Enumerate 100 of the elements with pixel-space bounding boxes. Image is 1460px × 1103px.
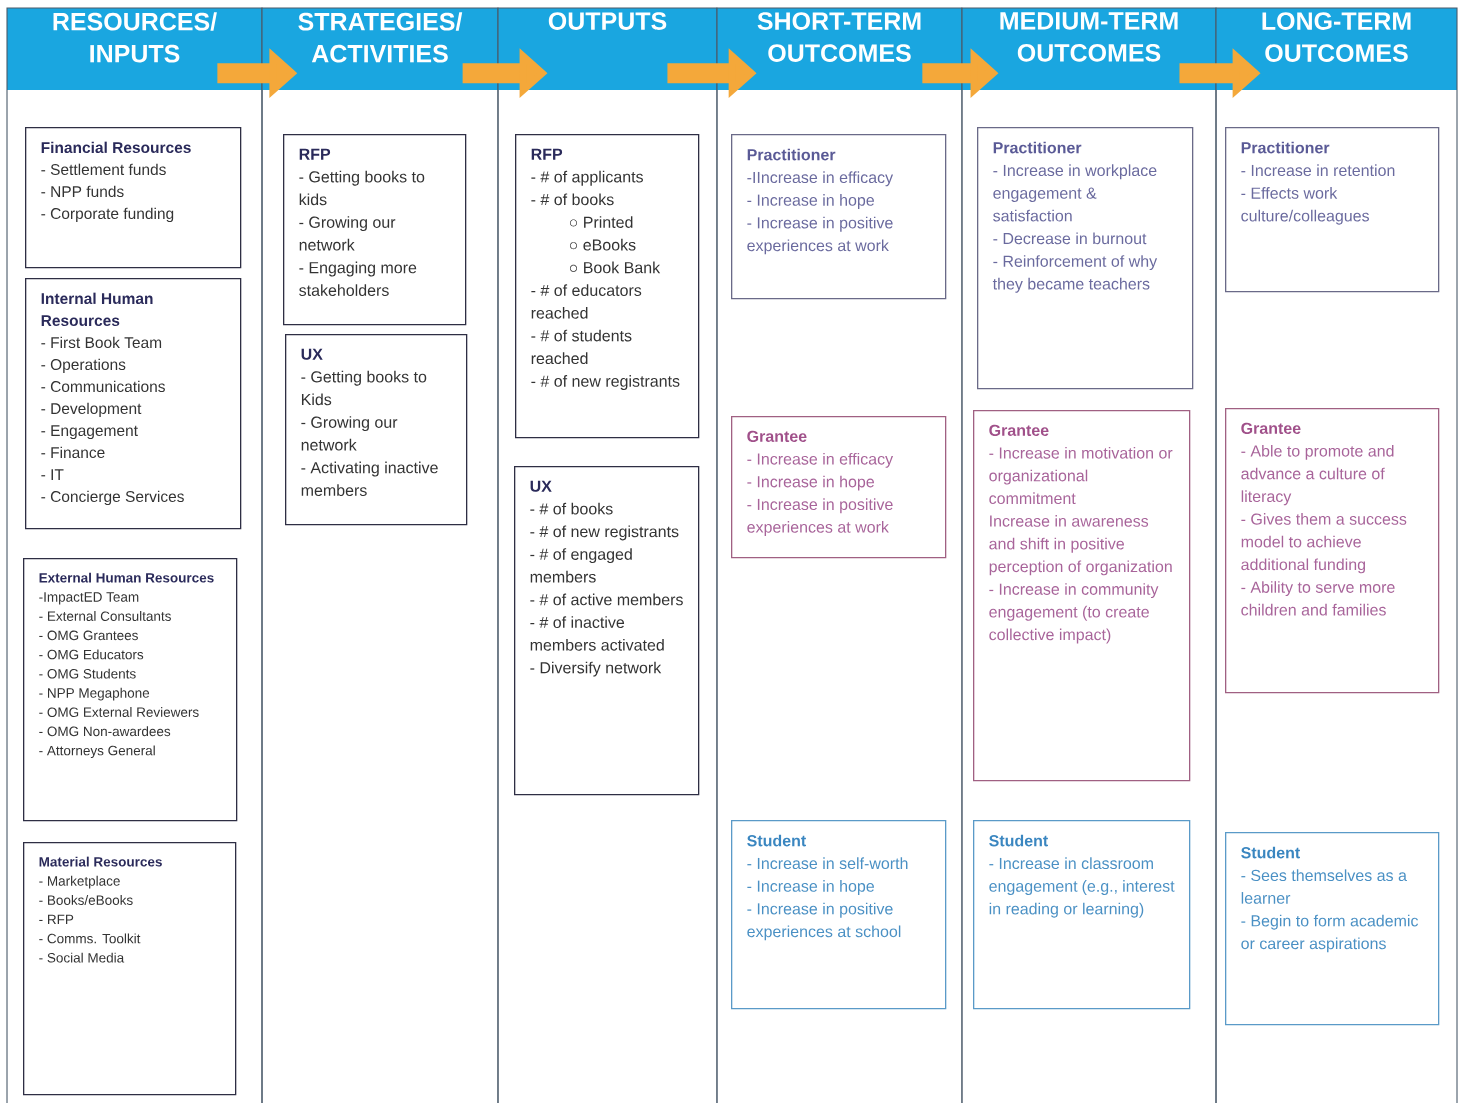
- list-item: ○ Book Bank: [569, 261, 661, 274]
- text-box: [731, 134, 947, 300]
- list-item: - # of new registrants: [530, 525, 679, 541]
- box-heading: Student: [989, 834, 1048, 847]
- list-item: - Operations: [41, 358, 126, 374]
- list-item: - # of inactive members activated: [530, 616, 664, 651]
- list-item: - Increase in hope: [747, 194, 874, 209]
- list-item: -ImpactED Team: [39, 592, 139, 605]
- box-heading: Financial Resources: [41, 141, 191, 154]
- box-heading: Practitioner: [1241, 141, 1330, 154]
- list-item: - Increase in efficacy: [747, 452, 894, 468]
- list-item: - Effects work culture/colleagues: [1241, 187, 1369, 225]
- list-item: - Comms. Toolkit: [39, 933, 141, 944]
- list-item: - Increase in hope: [747, 475, 874, 491]
- list-item: - # of educators reached: [531, 284, 642, 319]
- list-item: - Increase in positive experiences at work: [747, 498, 893, 536]
- text-box: [1225, 127, 1440, 293]
- box-heading: UX: [301, 348, 323, 360]
- list-item: - Ability to serve more children and families: [1241, 581, 1395, 616]
- text-box: [25, 278, 242, 530]
- text-box: [514, 466, 700, 796]
- list-item: - Getting books to Kids: [301, 370, 427, 406]
- list-item: - Concierge Services: [41, 490, 184, 506]
- list-item: - OMG Educators: [39, 649, 144, 660]
- list-item: - Activating inactive members: [301, 461, 438, 496]
- list-item: - Engagement: [41, 425, 138, 440]
- list-item: - Corporate funding: [41, 207, 174, 223]
- list-item: - Able to promote and advance a culture of literacy: [1241, 444, 1394, 506]
- text-box: [731, 820, 947, 1010]
- list-item: - # of applicants: [531, 170, 643, 186]
- list-item: - Books/eBooks: [39, 895, 133, 905]
- list-item: - External Consultants: [39, 611, 171, 621]
- box-heading: Student: [1241, 846, 1300, 859]
- list-item: - Increase in positive experiences at school: [747, 902, 901, 941]
- column-heading: RESOURCES/ INPUTS: [53, 12, 217, 63]
- list-item: - Marketplace: [39, 875, 120, 889]
- box-heading: RFP: [299, 148, 331, 160]
- text-box: [23, 558, 238, 822]
- list-item: - # of new registrants: [531, 375, 680, 390]
- column-heading: OUTPUTS: [548, 12, 667, 30]
- list-item: - Increase in classroom engagement (e.g., interest in reading or learning): [989, 857, 1175, 918]
- list-item: - # of books: [530, 502, 613, 515]
- list-item: - Begin to form academic or career aspirations: [1241, 914, 1419, 953]
- list-item: - Increase in motivation or organizational commitment: [989, 446, 1173, 505]
- list-item: - Diversify network: [530, 661, 662, 677]
- list-item: - Decrease in burnout: [993, 232, 1147, 245]
- list-item: -IIncrease in efficacy: [747, 171, 894, 187]
- list-item: - # of engaged members: [530, 548, 632, 583]
- list-item: - Increase in workplace engagement & satisfaction: [993, 164, 1157, 222]
- text-box: [977, 127, 1194, 390]
- box-heading: Practitioner: [993, 141, 1082, 154]
- list-item: - Growing our network: [299, 216, 396, 251]
- list-item: - Development: [41, 402, 142, 418]
- list-item: - Settlement funds: [41, 163, 166, 176]
- text-box: [25, 127, 242, 269]
- box-heading: Grantee: [1241, 422, 1301, 434]
- list-item: - NPP funds: [41, 185, 124, 198]
- box-heading: Material Resources: [39, 856, 162, 867]
- text-box: [1225, 832, 1440, 1026]
- column-heading: MEDIUM-TERM OUTCOMES: [1000, 12, 1178, 62]
- list-item: - Gives them a success model to achieve additional funding: [1241, 513, 1407, 574]
- text-box: [973, 820, 1191, 1010]
- list-item: ○ Printed: [569, 216, 633, 228]
- list-item: - Increase in positive experiences at work: [747, 216, 893, 255]
- text-box: [283, 134, 467, 326]
- list-item: - Sees themselves as a learner: [1241, 869, 1407, 904]
- box-heading: Student: [747, 834, 806, 847]
- list-item: - # of books: [531, 193, 614, 206]
- list-item: - Communications: [41, 380, 165, 393]
- text-box: [1225, 408, 1440, 694]
- list-item: - First Book Team: [41, 336, 162, 349]
- text-box: [23, 842, 237, 1096]
- list-item: Increase in awareness and shift in positive perception of organization: [989, 515, 1172, 576]
- list-item: - OMG External Reviewers: [39, 707, 199, 717]
- text-box: [973, 410, 1191, 782]
- list-item: - # of active members: [530, 593, 683, 606]
- box-heading: External Human Resources: [39, 572, 214, 583]
- box-heading: Practitioner: [747, 148, 836, 161]
- list-item: - # of students reached: [531, 329, 632, 365]
- list-item: - Social Media: [39, 952, 125, 963]
- list-item: - Growing our network: [301, 416, 398, 451]
- list-item: - IT: [41, 469, 64, 480]
- list-item: - Increase in community engagement (to create collective impact): [989, 583, 1159, 644]
- list-item: - OMG Students: [39, 668, 136, 679]
- list-item: - NPP Megaphone: [39, 687, 150, 701]
- list-item: - Increase in self-worth: [747, 857, 908, 870]
- list-item: ○ eBooks: [569, 238, 636, 251]
- box-heading: Grantee: [989, 424, 1049, 436]
- list-item: - Getting books to kids: [299, 170, 425, 206]
- text-box: [731, 416, 947, 559]
- list-item: - Increase in hope: [747, 880, 874, 895]
- box-heading: Internal Human Resources: [41, 292, 153, 327]
- list-item: - Increase in retention: [1241, 164, 1395, 177]
- box-heading: Grantee: [747, 430, 807, 442]
- column-heading: STRATEGIES/ ACTIVITIES: [298, 12, 463, 63]
- box-heading: RFP: [531, 148, 563, 160]
- list-item: - Attorneys General: [39, 745, 155, 759]
- box-heading: UX: [530, 480, 552, 492]
- text-box: [285, 334, 468, 526]
- list-item: - OMG Grantees: [39, 630, 138, 641]
